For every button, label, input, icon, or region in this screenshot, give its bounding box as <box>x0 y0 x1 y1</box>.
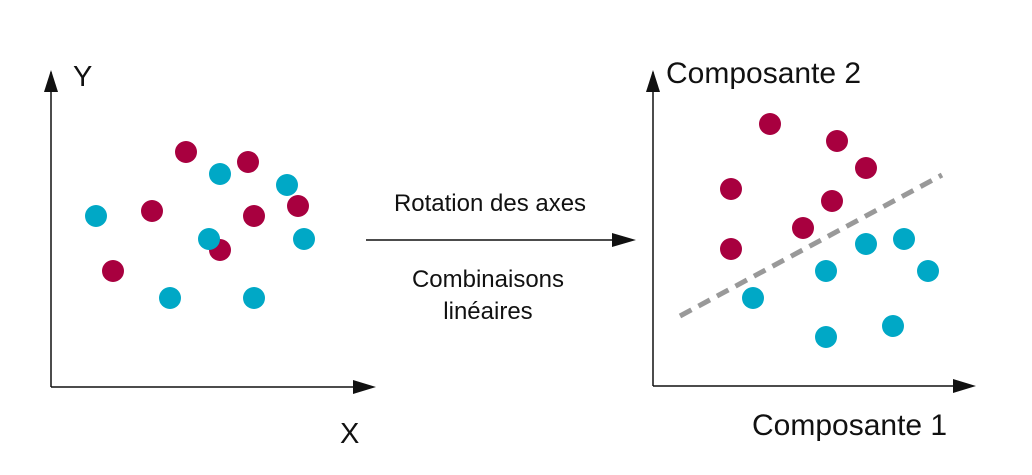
left-data-points <box>85 141 315 309</box>
right-data-points <box>720 113 939 348</box>
class-b-point <box>815 260 837 282</box>
class-a-point <box>826 130 848 152</box>
class-b-point <box>855 233 877 255</box>
class-b-point <box>293 228 315 250</box>
separator-line <box>678 172 944 319</box>
class-b-point <box>742 287 764 309</box>
combination-label-line1: Combinaisons <box>412 266 564 293</box>
class-b-point <box>209 163 231 185</box>
class-a-point <box>759 113 781 135</box>
class-b-point <box>198 228 220 250</box>
left-y-axis-label: Y <box>73 61 92 93</box>
class-a-point <box>243 205 265 227</box>
class-b-point <box>893 228 915 250</box>
class-b-point <box>276 174 298 196</box>
left-plot: Y X <box>44 61 376 450</box>
class-b-point <box>882 315 904 337</box>
transformation-arrow-head <box>612 233 636 247</box>
class-a-point <box>792 217 814 239</box>
class-b-point <box>85 205 107 227</box>
class-a-point <box>720 238 742 260</box>
right-x-axis-arrow <box>953 379 976 393</box>
left-x-axis-label: X <box>340 418 359 450</box>
right-plot: Composante 2 Composante 1 <box>646 57 976 442</box>
class-a-point <box>720 178 742 200</box>
rotation-label: Rotation des axes <box>394 190 586 217</box>
class-a-point <box>287 195 309 217</box>
class-b-point <box>917 260 939 282</box>
left-y-axis-arrow <box>44 70 58 92</box>
class-b-point <box>815 326 837 348</box>
class-a-point <box>237 151 259 173</box>
class-a-point <box>175 141 197 163</box>
right-x-axis-label: Composante 1 <box>752 409 947 442</box>
right-y-axis-label: Composante 2 <box>666 57 861 90</box>
transformation: Rotation des axes Combinaisons linéaires <box>366 190 636 325</box>
right-y-axis-arrow <box>646 70 660 92</box>
class-b-point <box>159 287 181 309</box>
combination-label-line2: linéaires <box>443 298 532 325</box>
left-x-axis-arrow <box>353 380 376 394</box>
class-b-point <box>243 287 265 309</box>
class-a-point <box>141 200 163 222</box>
class-a-point <box>855 157 877 179</box>
class-a-point <box>821 190 843 212</box>
class-a-point <box>102 260 124 282</box>
